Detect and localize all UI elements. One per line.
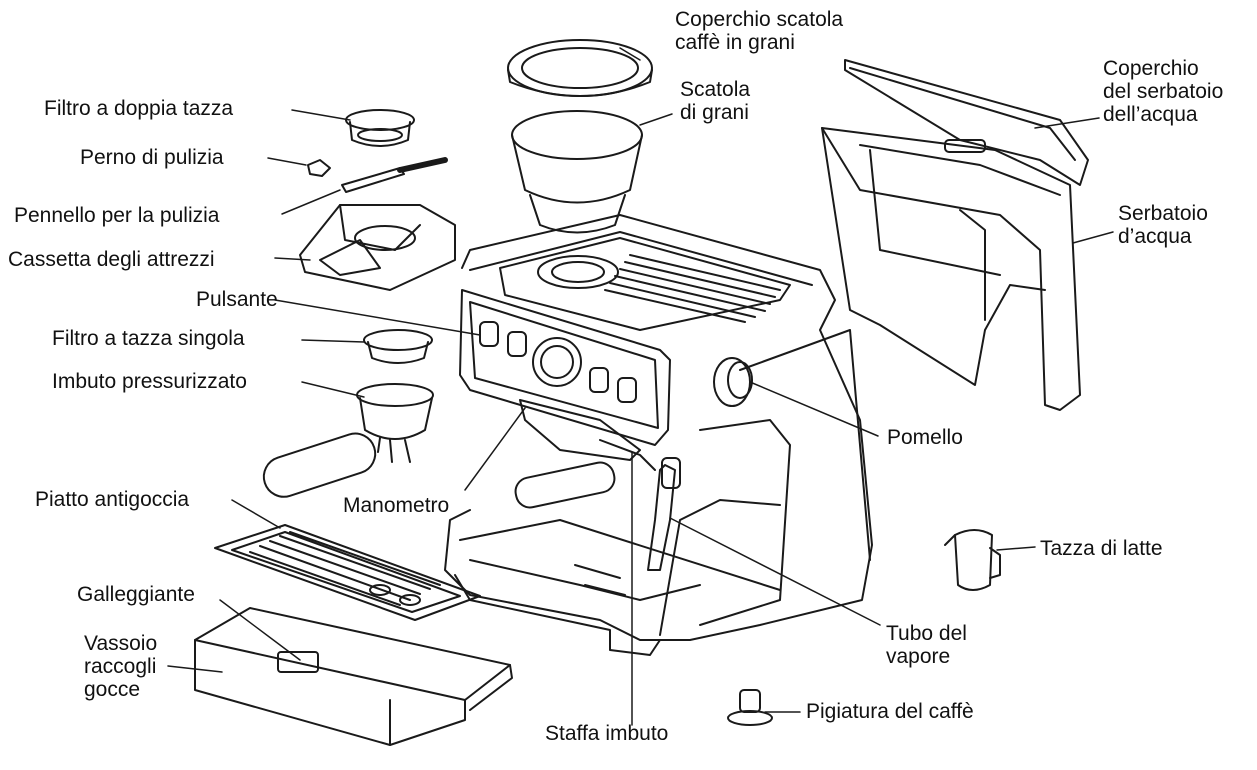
drip-plate [214,524,481,621]
label-tool-box: Cassetta degli attrezzi [8,248,215,271]
label-button: Pulsante [196,288,278,311]
label-bean-box: Scatola di grani [680,78,751,124]
label-bean-box-lid: Coperchio scatola caffè in grani [675,8,844,54]
top-grill [537,254,781,323]
label-drip-plate: Piatto antigoccia [35,488,190,511]
label-tank-lid: Coperchio del serbatoio dell’acqua [1103,57,1224,126]
cleaning-brush [341,157,448,193]
label-steam-pipe: Tubo del vapore [886,622,967,668]
steam-pipe [647,457,681,571]
single-filter [363,329,433,364]
drip-tray [194,607,513,746]
knob [713,357,753,407]
tamper [727,689,773,726]
bean-box [511,110,643,234]
cleaning-pin [307,159,331,177]
milk-cup [944,529,1001,591]
portafilter-installed [514,399,656,509]
water-tank [821,127,1081,411]
label-cleaning-brush: Pennello per la pulizia [14,204,220,227]
label-single-filter: Filtro a tazza singola [52,327,245,350]
label-double-filter: Filtro a doppia tazza [44,97,234,120]
label-pressurized-funnel: Imbuto pressurizzato [52,370,247,393]
label-drip-tray: Vassoio raccogli gocce [84,632,158,701]
double-filter [345,109,415,147]
label-tamper: Pigiatura del caffè [806,700,974,723]
bean-box-lid [507,39,653,97]
label-float: Galleggiante [77,583,195,606]
leader-lines [167,47,1114,726]
tool-box [299,204,456,291]
label-manometer: Manometro [343,494,450,517]
label-cleaning-pin: Perno di pulizia [80,146,224,169]
machine-base [454,564,661,656]
label-water-tank: Serbatoio d’acqua [1118,202,1208,248]
pressurized-funnel [262,383,434,498]
label-milk-cup: Tazza di latte [1040,537,1163,560]
control-panel [459,289,671,446]
label-knob: Pomello [887,426,963,449]
label-funnel-bracket: Staffa imbuto [545,722,669,745]
tank-lid [844,59,1089,186]
